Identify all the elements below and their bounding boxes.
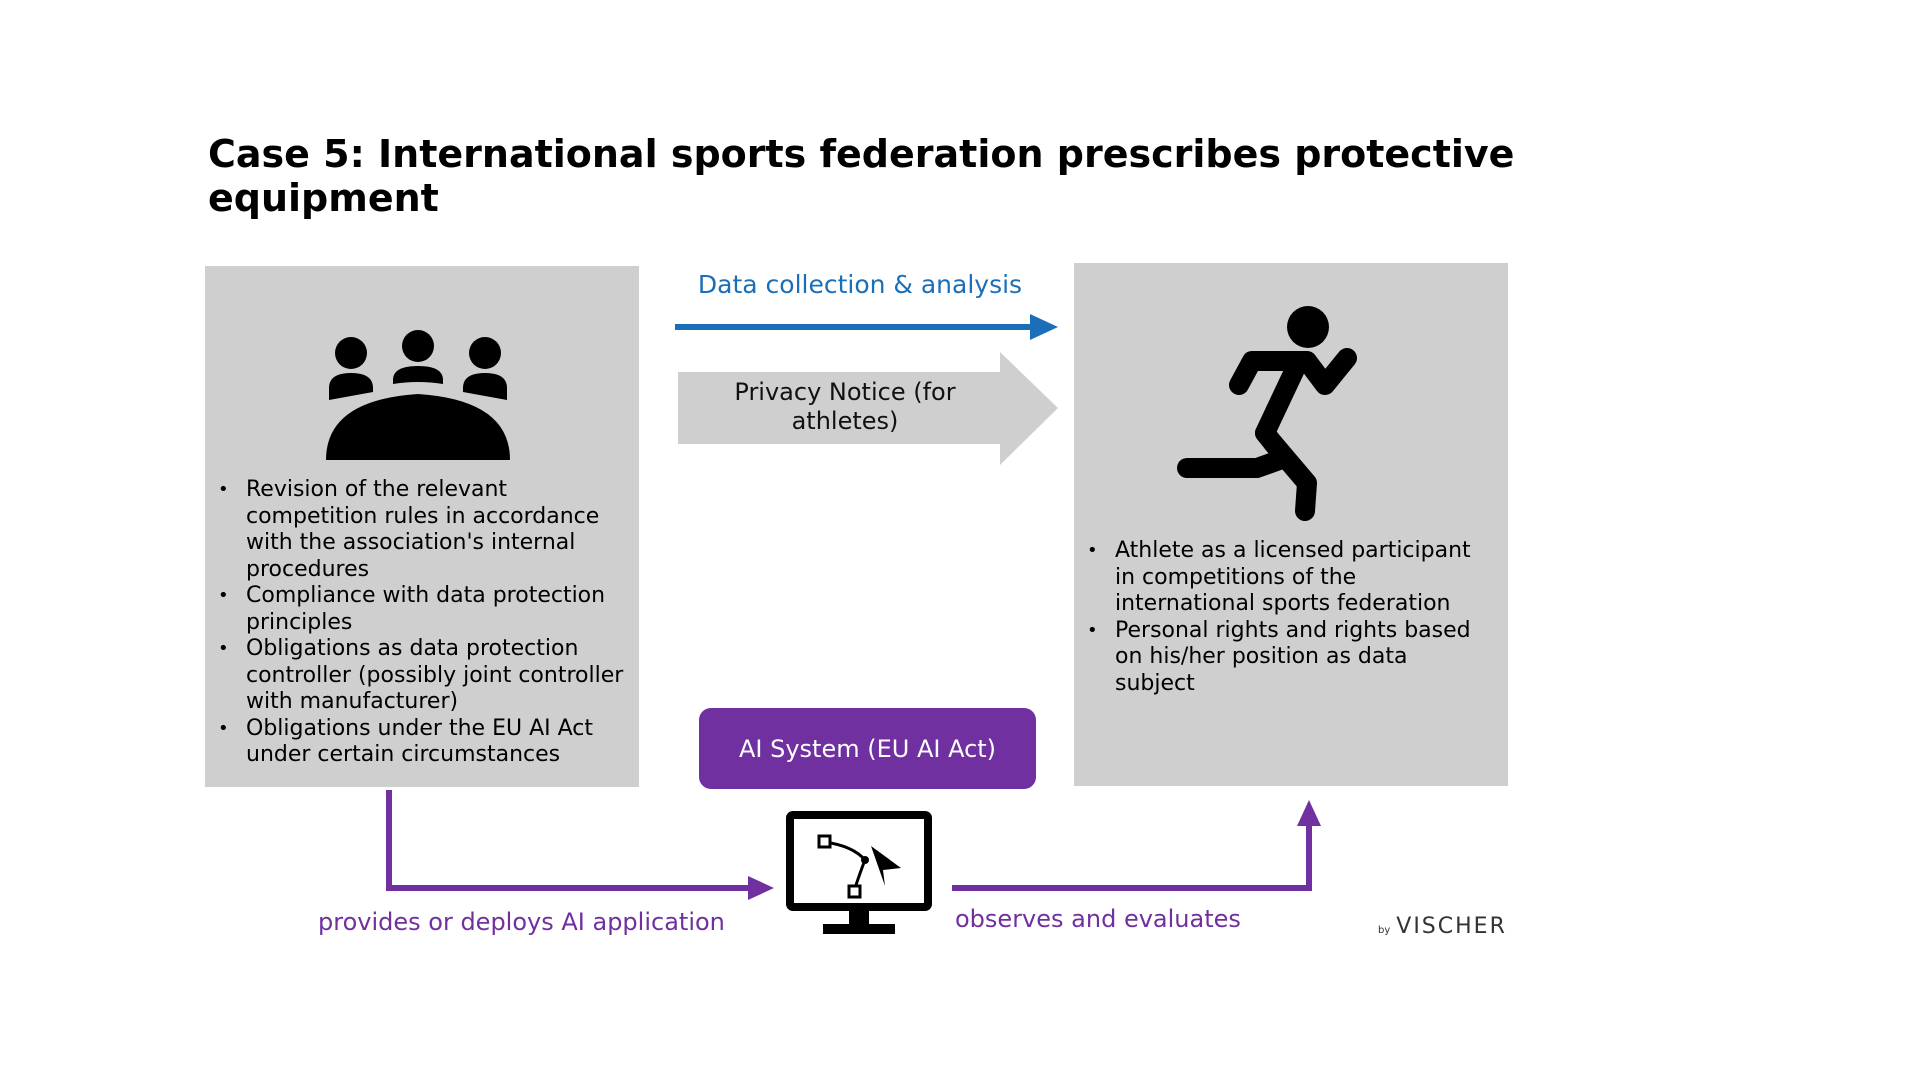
privacy-notice-arrow [678,352,1058,465]
brand-name: VISCHER [1396,914,1507,939]
provides-arrow [386,790,774,900]
athlete-rights-list: Athlete as a licensed participant in com… [1074,538,1494,697]
list-item: Athlete as a licensed participant in com… [1074,538,1494,618]
ai-system-label: AI System (EU AI Act) [738,734,997,763]
list-item: Compliance with data protection principl… [205,583,625,636]
brand-logo: by VISCHER [1378,914,1507,939]
provides-label: provides or deploys AI application [318,908,725,936]
federation-duties-list: Revision of the relevant competition rul… [205,477,625,769]
brand-by: by [1378,925,1391,936]
data-collection-arrow [675,314,1058,340]
list-item: Obligations under the EU AI Act under ce… [205,716,625,769]
running-person-icon [1177,306,1357,521]
privacy-notice-label: Privacy Notice (for athletes) [734,378,956,435]
observes-arrow [952,800,1321,891]
data-collection-label: Data collection & analysis [697,270,1023,299]
monitor-vector-icon [786,811,932,934]
list-item: Obligations as data protection controlle… [205,636,625,716]
meeting-group-icon [326,330,510,460]
list-item: Personal rights and rights based on his/… [1074,618,1494,698]
federation-panel: Revision of the relevant competition rul… [205,266,639,787]
ai-system-box: AI System (EU AI Act) [699,708,1036,789]
list-item: Revision of the relevant competition rul… [205,477,625,583]
page-title: Case 5: International sports federation … [208,132,1515,220]
athlete-panel: Athlete as a licensed participant in com… [1074,263,1508,786]
observes-label: observes and evaluates [955,905,1241,933]
